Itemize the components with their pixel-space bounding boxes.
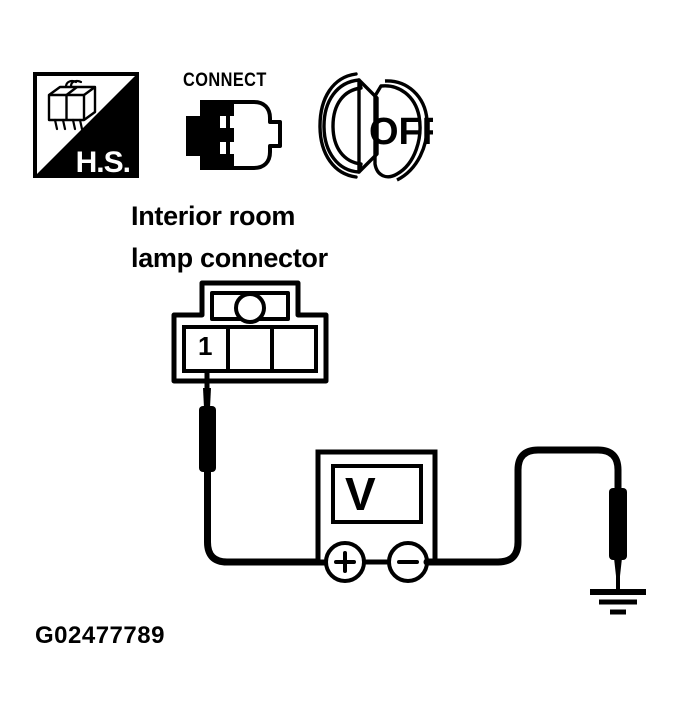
negative-probe-taper: [614, 558, 622, 576]
ignition-off-icon: OFF: [318, 72, 433, 182]
figure-id-label: G02477789: [35, 622, 165, 649]
negative-probe-body: [609, 488, 627, 560]
positive-probe-taper: [203, 388, 211, 408]
positive-probe-body: [199, 406, 216, 472]
connector-diagram: [171, 280, 329, 384]
connect-label: CONNECT: [183, 70, 267, 91]
positive-test-lead: [204, 466, 342, 566]
plug-socket-icon: [186, 100, 282, 170]
connect-icon: CONNECT: [176, 70, 286, 175]
voltmeter-display: [331, 464, 423, 524]
hs-badge-label: H.S.: [75, 146, 131, 178]
page-title: Interior room lamp connector: [131, 196, 461, 280]
connector-latch-circle: [234, 292, 266, 324]
ignition-off-text: OFF: [369, 111, 433, 153]
chassis-ground-symbol: [590, 589, 646, 615]
voltmeter-display-symbol: V: [345, 468, 376, 520]
hs-badge: H.S.: [33, 72, 139, 178]
connector-block-icon: [47, 79, 97, 131]
page-title-line-1: Interior room: [131, 201, 296, 231]
negative-test-lead: [423, 446, 622, 566]
page-title-line-2: lamp connector: [131, 242, 328, 273]
hs-badge-diagonal: [37, 76, 135, 174]
terminal-1-label: 1: [198, 331, 213, 361]
test-circuit: [199, 370, 646, 615]
terminal-row: [182, 325, 318, 373]
